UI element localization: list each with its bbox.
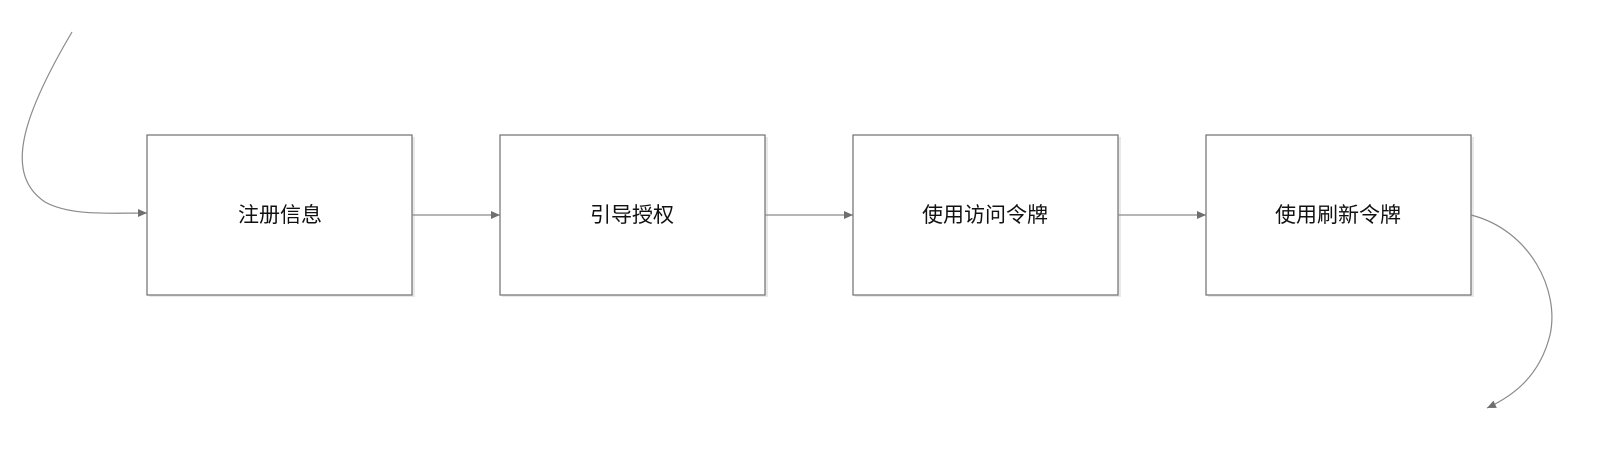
- step-node-access-token: 使用访问令牌: [852, 134, 1121, 297]
- step-node-register: 注册信息: [146, 134, 415, 297]
- node-box: [1205, 134, 1472, 296]
- node-label-access-token: 使用访问令牌: [922, 203, 1048, 227]
- step-node-refresh-token: 使用刷新令牌: [1205, 134, 1474, 297]
- step-node-authorize: 引导授权: [499, 134, 768, 297]
- node-box: [146, 134, 413, 296]
- node-box: [499, 134, 766, 296]
- exit-connector: [1470, 214, 1553, 409]
- node-label-refresh-token: 使用刷新令牌: [1275, 203, 1401, 227]
- node-box: [852, 134, 1119, 296]
- node-label-register: 注册信息: [238, 203, 322, 227]
- entry-connector: [21, 31, 148, 218]
- node-label-authorize: 引导授权: [590, 203, 674, 227]
